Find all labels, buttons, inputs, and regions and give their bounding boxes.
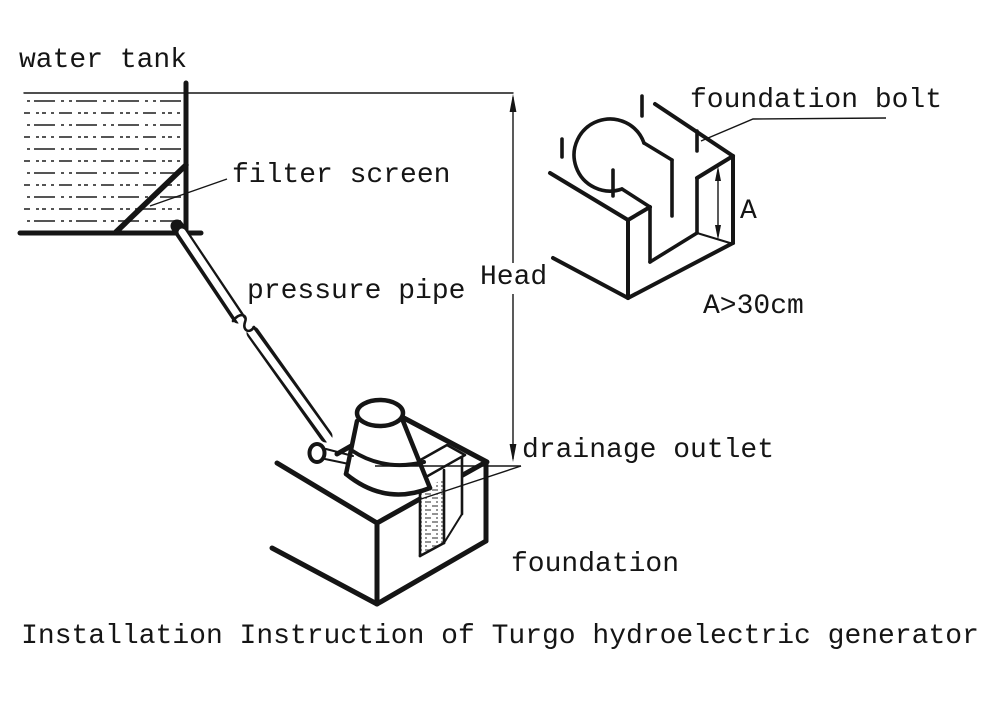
- drainage-outlet-leader: [417, 465, 522, 501]
- filter-screen-label: filter screen: [232, 160, 451, 191]
- pressure-pipe-label: pressure pipe: [247, 276, 466, 307]
- bolt-block-bottom-right-edge: [626, 241, 735, 300]
- foundation-bolt-leader: [700, 117, 887, 142]
- bolt-block-back-right-edge: [653, 102, 735, 158]
- drainage-slot-drawing: [406, 443, 467, 558]
- pocket-channel-left-top: [620, 187, 652, 209]
- water-tank-drawing: [17, 80, 514, 236]
- pressure-pipe-drawing: [170, 219, 354, 465]
- bolt-block-bottom-left-edge: [551, 256, 630, 300]
- foundation-back-right-edge: [399, 414, 490, 465]
- cone-right-edge: [400, 418, 433, 491]
- bolt-pocket-curve: [572, 117, 646, 193]
- foundation-bottom-left-edge: [269, 545, 380, 607]
- diagram-caption: Installation Instruction of Turgo hydroe…: [21, 621, 979, 652]
- nozzle-link-bottom: [324, 458, 350, 465]
- cone-left-edge: [343, 418, 360, 477]
- head-arrow-up-icon: [509, 94, 517, 112]
- bolt-block-front-top-left: [626, 205, 652, 222]
- slot-bottom-left: [418, 541, 446, 558]
- pocket-floor-extension: [696, 232, 731, 244]
- bolt-depth-note-label: A>30cm: [703, 291, 804, 322]
- turbine-cone-drawing: [343, 397, 433, 497]
- water-tank-label: water tank: [19, 45, 188, 76]
- foundation-bolt-label: foundation bolt: [690, 85, 943, 116]
- filter-screen-leader: [149, 178, 228, 207]
- bolt-detail-drawing: [548, 94, 735, 300]
- foundation-top-left-edge: [274, 460, 380, 526]
- bolt-block-top-left-edge: [548, 171, 630, 222]
- bolt-depth-letter-label: A: [740, 196, 757, 227]
- cone-seam: [349, 448, 426, 468]
- head-arrow-down-icon: [509, 444, 517, 462]
- bolt-block-front-top-right: [695, 154, 735, 180]
- slot-bottom-right: [443, 513, 463, 544]
- pipe-upper-bore: [178, 228, 248, 329]
- slot-stipple: [420, 479, 444, 556]
- pocket-floor-edge: [648, 231, 699, 264]
- pipe-lower-bore: [243, 322, 335, 446]
- nozzle-outlet: [307, 442, 327, 464]
- foundation-label: foundation: [511, 549, 680, 580]
- pocket-channel-right-top: [642, 141, 674, 162]
- foundation-bottom-right-edge: [374, 538, 489, 607]
- water-fill-pattern: [24, 97, 183, 230]
- cone-top-ellipse: [354, 397, 406, 429]
- depth-arrow-up-icon: [715, 166, 721, 181]
- filter-screen-line: [113, 162, 189, 235]
- cone-bottom-edge: [343, 471, 433, 497]
- pipe-break-symbol: [231, 313, 256, 333]
- depth-arrow-down-icon: [715, 225, 721, 240]
- head-label: Head: [477, 262, 551, 294]
- drainage-outlet-label: drainage outlet: [522, 435, 775, 466]
- leader-lines: [149, 117, 887, 501]
- nozzle-link-top: [325, 448, 354, 457]
